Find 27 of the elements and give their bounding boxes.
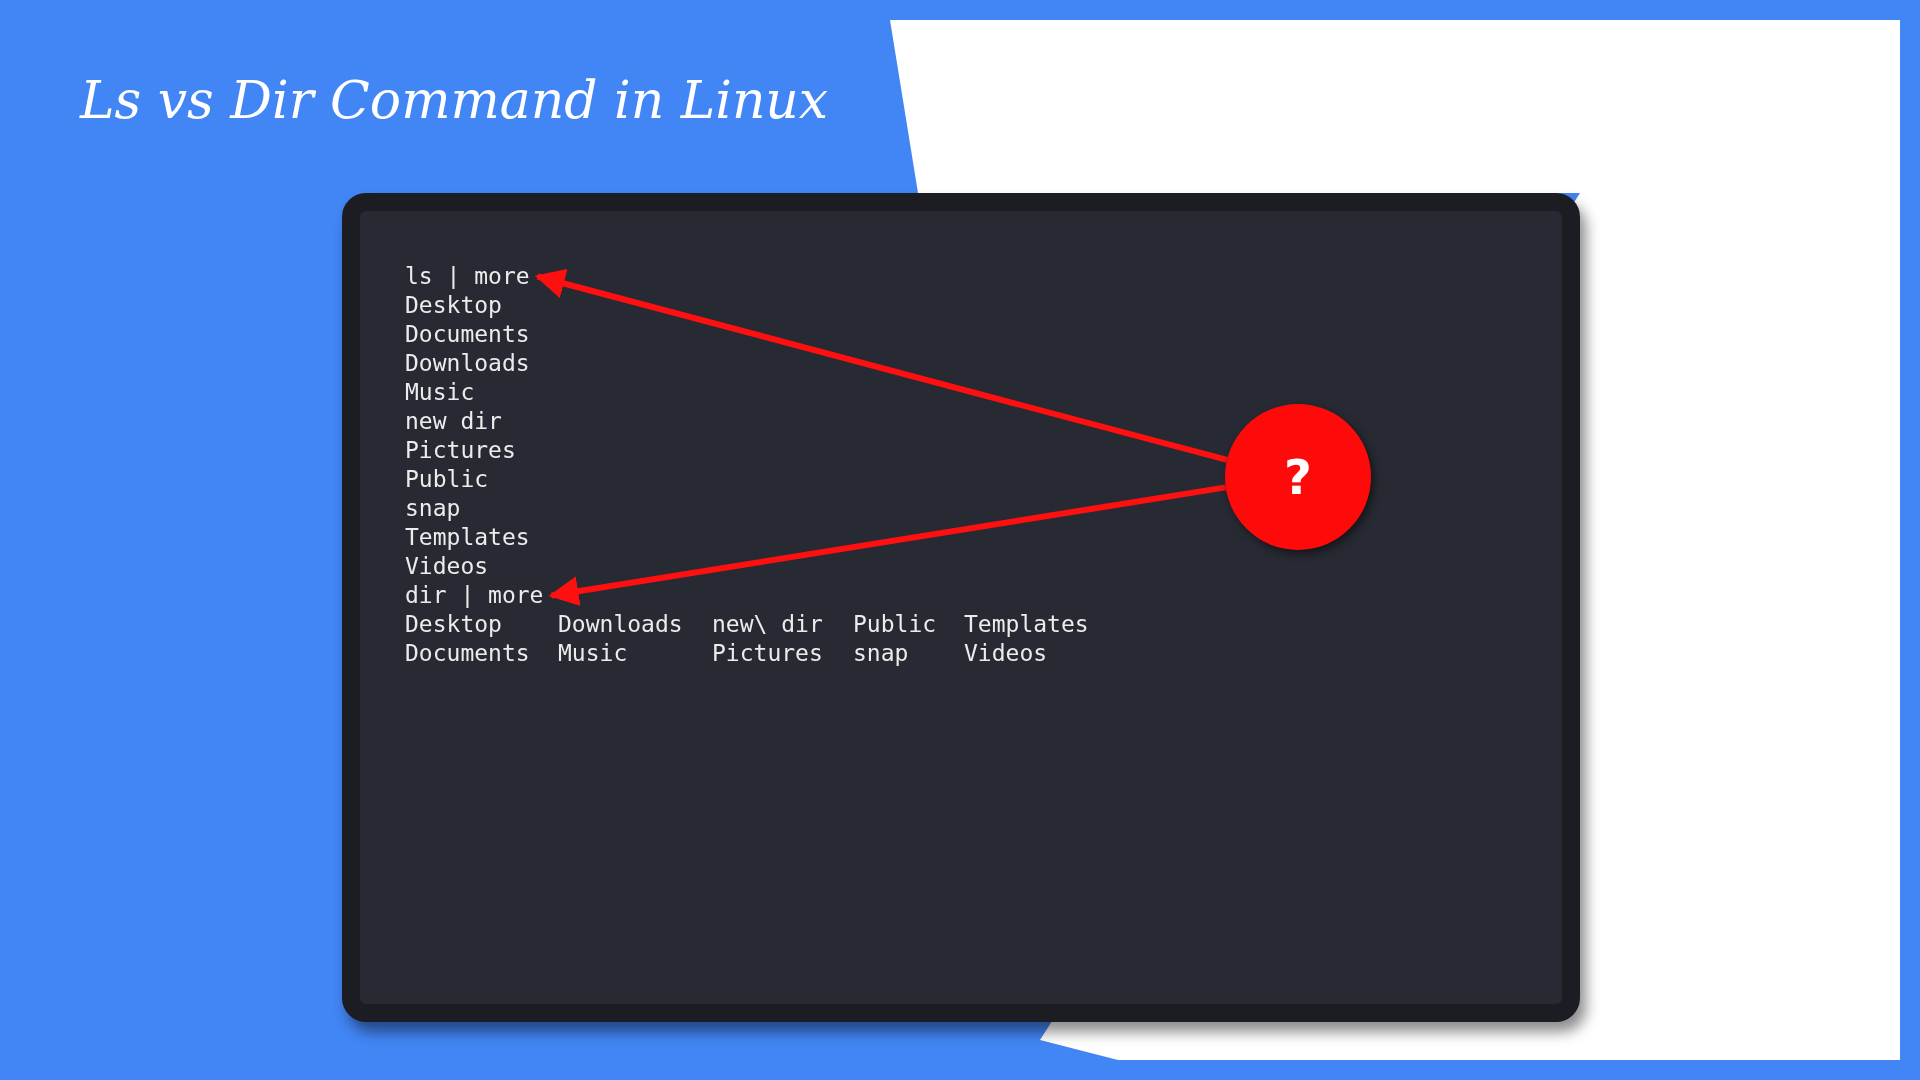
output-text: Pictures [712,639,823,668]
output-text: Desktop [405,610,502,639]
output-text: Templates [405,523,530,552]
output-text: Public [405,465,489,494]
output-text: Videos [405,552,489,581]
output-text: Pictures [405,436,516,465]
arrow [548,484,1227,607]
output-text: Videos [964,639,1048,668]
output-text: Desktop [405,291,502,320]
output-text: Documents [405,320,530,349]
command-text: dir | more [405,581,544,610]
title: Ls vs Dir Command in Linux [80,70,829,130]
output-text: Downloads [558,610,683,639]
question-circle: ? [1225,404,1371,550]
output-text: Downloads [405,349,530,378]
arrow [534,268,1228,463]
output-text: Music [405,378,475,407]
output-text: Public [853,610,937,639]
output-text: snap [405,494,461,523]
output-text: new\ dir [712,610,823,639]
output-text: new dir [405,407,502,436]
output-text: Music [558,639,628,668]
terminal-window [342,193,1580,1022]
output-text: Documents [405,639,530,668]
output-text: Templates [964,610,1089,639]
command-text: ls | more [405,262,530,291]
output-text: snap [853,639,909,668]
